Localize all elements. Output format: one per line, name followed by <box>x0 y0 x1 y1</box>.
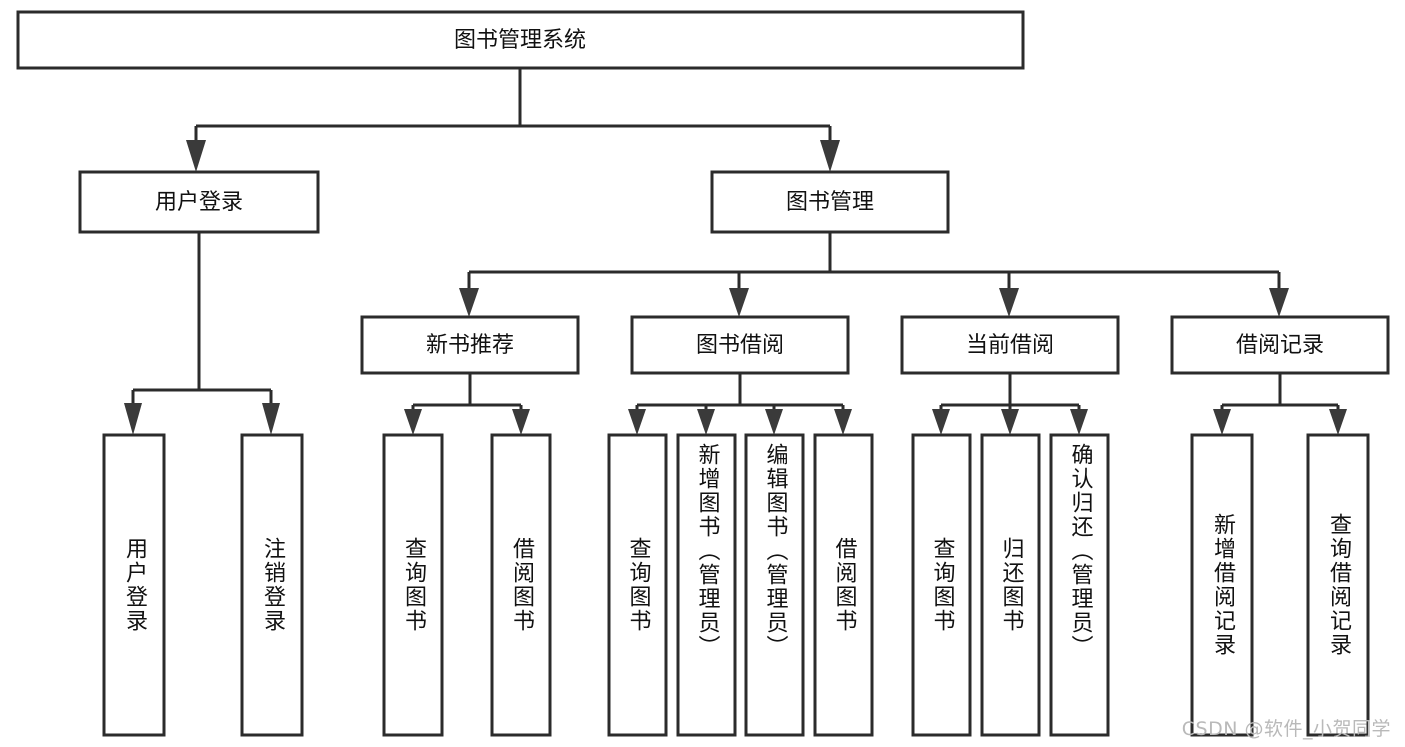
node-borrow-record[interactable]: 借阅记录 <box>1170 315 1390 375</box>
node-book-management-box <box>710 170 950 234</box>
node-root[interactable]: 图书管理系统 <box>16 10 1025 70</box>
arrow-head-to-new-book-recommend <box>459 288 479 317</box>
arrow-head-to-leaf-query-book-3 <box>932 409 950 435</box>
node-user-login[interactable]: 用户登录 <box>78 170 320 234</box>
arrow-head-to-leaf-borrow-book-1 <box>512 409 530 435</box>
arrow-head-to-book-borrow <box>729 288 749 317</box>
arrow-head-to-current-borrow <box>999 288 1019 317</box>
node-new-book-recommend-label: 新书推荐 <box>426 333 514 358</box>
node-book-management-label: 图书管理 <box>786 190 874 215</box>
leaf-box-query-record[interactable] <box>1306 433 1370 737</box>
leaf-box-return-book[interactable] <box>980 433 1041 737</box>
arrow-head-to-leaf-add-book <box>697 409 715 435</box>
arrow-head-to-leaf-query-record <box>1329 409 1347 435</box>
leaf-box-add-record[interactable] <box>1190 433 1254 737</box>
node-current-borrow-label: 当前借阅 <box>966 333 1054 358</box>
node-current-borrow-box <box>900 315 1120 375</box>
arrow-head-to-leaf-edit-book <box>765 409 783 435</box>
node-new-book-recommend[interactable]: 新书推荐 <box>360 315 580 375</box>
node-book-management[interactable]: 图书管理 <box>710 170 950 234</box>
leaf-box-query-book-3[interactable] <box>911 433 972 737</box>
leaf-box-user-login[interactable] <box>102 433 166 737</box>
leaf-box-add-book[interactable] <box>676 433 737 737</box>
leaf-box-query-book-2[interactable] <box>607 433 668 737</box>
node-book-borrow[interactable]: 图书借阅 <box>630 315 850 375</box>
arrow-head-to-user-login <box>186 140 206 172</box>
node-book-borrow-box <box>630 315 850 375</box>
leaf-box-borrow-book-1[interactable] <box>490 433 552 737</box>
arrow-head-to-leaf-user-login <box>124 403 142 435</box>
arrow-head-to-leaf-confirm-return <box>1070 409 1088 435</box>
node-borrow-record-box <box>1170 315 1390 375</box>
leaf-box-query-book-1[interactable] <box>382 433 444 737</box>
arrow-head-to-borrow-record <box>1269 288 1289 317</box>
node-new-book-recommend-box <box>360 315 580 375</box>
node-user-login-label: 用户登录 <box>155 190 243 215</box>
node-current-borrow[interactable]: 当前借阅 <box>900 315 1120 375</box>
node-root-box <box>16 10 1025 70</box>
arrow-head-to-leaf-add-record <box>1213 409 1231 435</box>
leaf-box-borrow-book-2[interactable] <box>813 433 874 737</box>
arrow-head-to-leaf-logout-login <box>262 403 280 435</box>
arrow-head-to-book-management <box>820 140 840 172</box>
watermark: CSDN @软件_小贺同学 <box>1181 718 1391 740</box>
arrow-head-to-leaf-borrow-book-2 <box>834 409 852 435</box>
leaf-box-edit-book[interactable] <box>744 433 805 737</box>
node-borrow-record-label: 借阅记录 <box>1236 333 1324 358</box>
arrow-head-to-leaf-query-book-1 <box>404 409 422 435</box>
node-book-borrow-label: 图书借阅 <box>696 333 784 358</box>
arrow-head-to-leaf-return-book <box>1001 409 1019 435</box>
leaf-box-logout-login[interactable] <box>240 433 304 737</box>
arrow-head-to-leaf-query-book-2 <box>628 409 646 435</box>
leaf-box-confirm-return[interactable] <box>1049 433 1110 737</box>
node-root-label: 图书管理系统 <box>454 28 586 53</box>
